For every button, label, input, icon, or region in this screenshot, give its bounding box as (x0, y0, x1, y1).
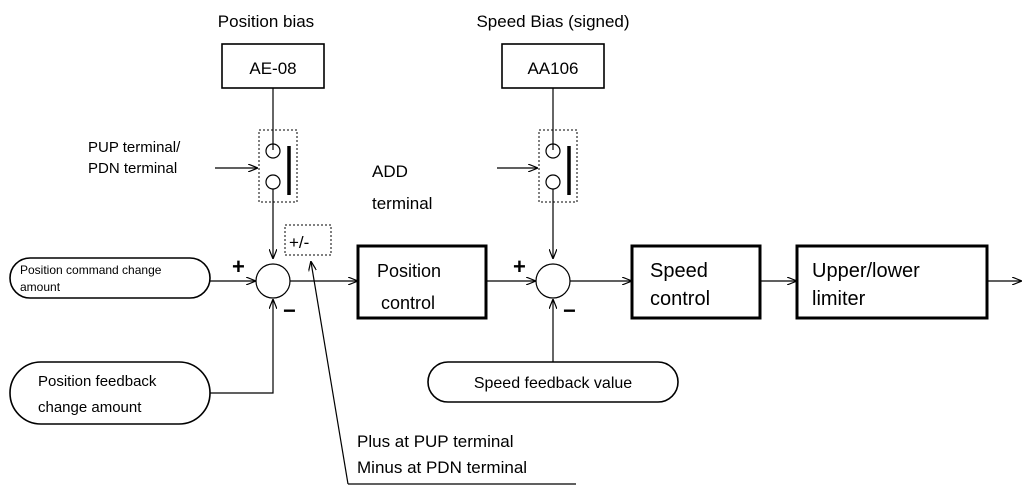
sum2-plus-sign: + (513, 254, 526, 279)
plus-minus-label: +/- (289, 233, 309, 252)
add-terminal-label-line1: ADD (372, 162, 408, 181)
sum1-plus-sign: + (232, 254, 245, 279)
position-bias-param-box (221, 43, 325, 89)
position-bias-switch-frame (258, 129, 298, 203)
position-control-label-line1: Position (377, 261, 441, 281)
position-control-block (356, 244, 488, 320)
position-bias-title: Position bias (218, 12, 314, 31)
position-feedback-to-sum-wire (210, 300, 273, 394)
speed-bias-param: AA106 (527, 59, 578, 78)
position-bias-switch-contact-top (265, 143, 281, 159)
plus-minus-note-pointer (311, 262, 349, 485)
plus-minus-frame (284, 224, 332, 256)
position-command-label-line2: amount (20, 280, 61, 294)
sum2-minus-sign: − (563, 298, 576, 323)
speed-feedback-label: Speed feedback value (474, 375, 632, 392)
position-command-label-line1: Position command change (20, 263, 162, 277)
position-command-change-amount-node (9, 257, 211, 299)
position-bias-switch-contact-bottom (265, 174, 281, 190)
speed-bias-switch-frame (538, 129, 578, 203)
sum1-minus-sign: − (283, 298, 296, 323)
speed-bias-switch-contact-top (545, 143, 561, 159)
speed-control-label-line1: Speed (650, 260, 708, 282)
summing-junction-position (255, 263, 291, 299)
position-bias-param: AE-08 (249, 59, 296, 78)
limiter-label-line1: Upper/lower (812, 260, 920, 282)
position-feedback-label-line2: change amount (38, 399, 142, 416)
add-terminal-label-line2: terminal (372, 194, 432, 213)
note-line1: Plus at PUP terminal (357, 432, 514, 451)
note-line2: Minus at PDN terminal (357, 458, 527, 477)
limiter-label-line2: limiter (812, 288, 866, 310)
speed-bias-switch-contact-bottom (545, 174, 561, 190)
speed-control-block (630, 244, 762, 320)
pup-pdn-label-line1: PUP terminal/ (88, 139, 181, 156)
position-control-label-line2: control (381, 293, 435, 313)
speed-bias-title: Speed Bias (signed) (476, 12, 629, 31)
speed-control-label-line2: control (650, 288, 710, 310)
position-feedback-label-line1: Position feedback (38, 373, 157, 390)
upper-lower-limiter-block (795, 244, 989, 320)
summing-junction-speed (535, 263, 571, 299)
pup-pdn-label-line2: PDN terminal (88, 160, 177, 177)
